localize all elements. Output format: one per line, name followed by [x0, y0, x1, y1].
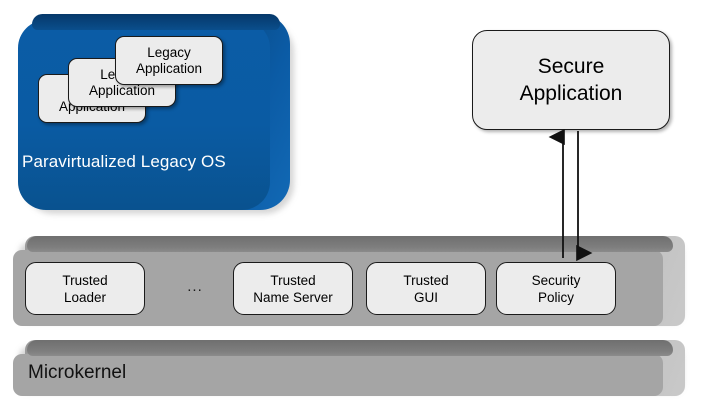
microkernel-slab-top-bevel	[27, 340, 673, 356]
legacy-os-top-bevel	[32, 14, 280, 30]
legacy-os-label: Paravirtualized Legacy OS	[22, 152, 226, 171]
microkernel-slab-front-face	[13, 354, 663, 396]
microkernel-label: Microkernel	[28, 362, 127, 383]
services-ellipsis: ...	[187, 278, 203, 295]
microkernel-slab	[13, 340, 685, 396]
services-slab-top-bevel	[27, 236, 673, 252]
